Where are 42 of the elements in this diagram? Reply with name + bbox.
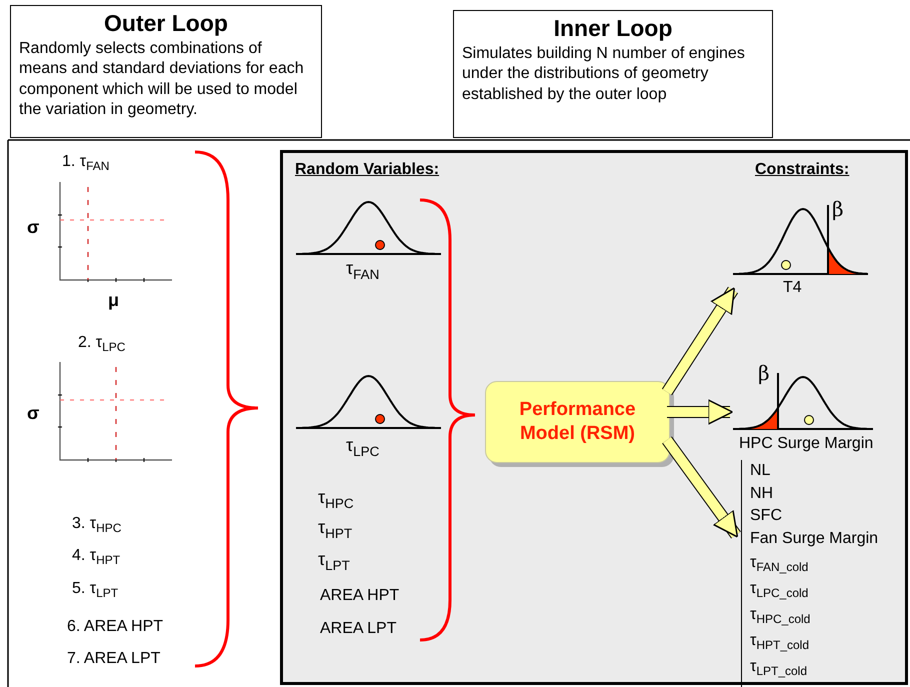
section-heading: Random Variables: xyxy=(295,161,440,179)
description-text: Simulates building N number of engines under the distributions of geometry established by the outer loop xyxy=(462,44,746,105)
constraint-item: τ$_{HPT_cold}$ xyxy=(750,631,810,654)
variable-label: τ$_{LPC}$ xyxy=(346,436,380,456)
variable-label: 3. τ$_{HPC}$ xyxy=(72,515,122,533)
loop-box xyxy=(10,5,322,138)
panel-background xyxy=(280,150,908,685)
constraint-label: T4 xyxy=(783,279,802,297)
variable-label: 4. τ$_{HPT}$ xyxy=(72,547,120,565)
axis-label: μ xyxy=(108,291,120,311)
constraint-item: NH xyxy=(750,484,774,504)
block-arrow xyxy=(667,399,734,425)
axis-label: σ xyxy=(27,404,40,424)
variable-label: τ$_{HPT}$ xyxy=(318,518,352,538)
variable-label: 7. AREA LPT xyxy=(67,650,160,668)
constraint-item: τ$_{LPC_cold}$ xyxy=(750,579,810,602)
block-arrow xyxy=(662,436,741,539)
beta-label: β xyxy=(832,198,844,220)
axis-label: σ xyxy=(27,218,40,238)
constraint-item: τ$_{FAN_cold}$ xyxy=(750,553,810,576)
variable-label: 5. τ$_{LPT}$ xyxy=(72,580,118,598)
variable-label: AREA LPT xyxy=(320,620,396,638)
constraint-item: SFC xyxy=(750,506,783,526)
section-heading: Constraints: xyxy=(755,161,850,179)
block-arrow xyxy=(662,286,738,396)
constraint-item: τ$_{HPC_cold}$ xyxy=(750,605,812,628)
box-title: Outer Loop xyxy=(103,10,229,37)
variable-label: 6. AREA HPT xyxy=(67,618,164,636)
variable-label: 2. τ$_{LPC}$ xyxy=(78,334,126,352)
constraint-item: τ$_{LPT_cold}$ xyxy=(750,657,808,680)
variable-label: τ$_{FAN}$ xyxy=(346,259,380,279)
variable-label: τ$_{HPC}$ xyxy=(318,488,354,508)
description-text: Randomly selects combinations of means and standard deviations for each component which will be used to model the variation in geometry. xyxy=(19,39,305,120)
constraint-item: NL xyxy=(750,461,772,481)
variable-label: τ$_{LPT}$ xyxy=(318,550,350,570)
variable-label: AREA HPT xyxy=(320,587,400,605)
constraint-item: Fan Surge Margin xyxy=(750,528,880,548)
loop-box xyxy=(453,10,773,138)
constraint-label: HPC Surge Margin xyxy=(739,435,874,453)
beta-label: β xyxy=(758,362,770,384)
variable-label: 1. τ$_{FAN}$ xyxy=(62,153,110,171)
box-title: Inner Loop xyxy=(552,15,674,42)
